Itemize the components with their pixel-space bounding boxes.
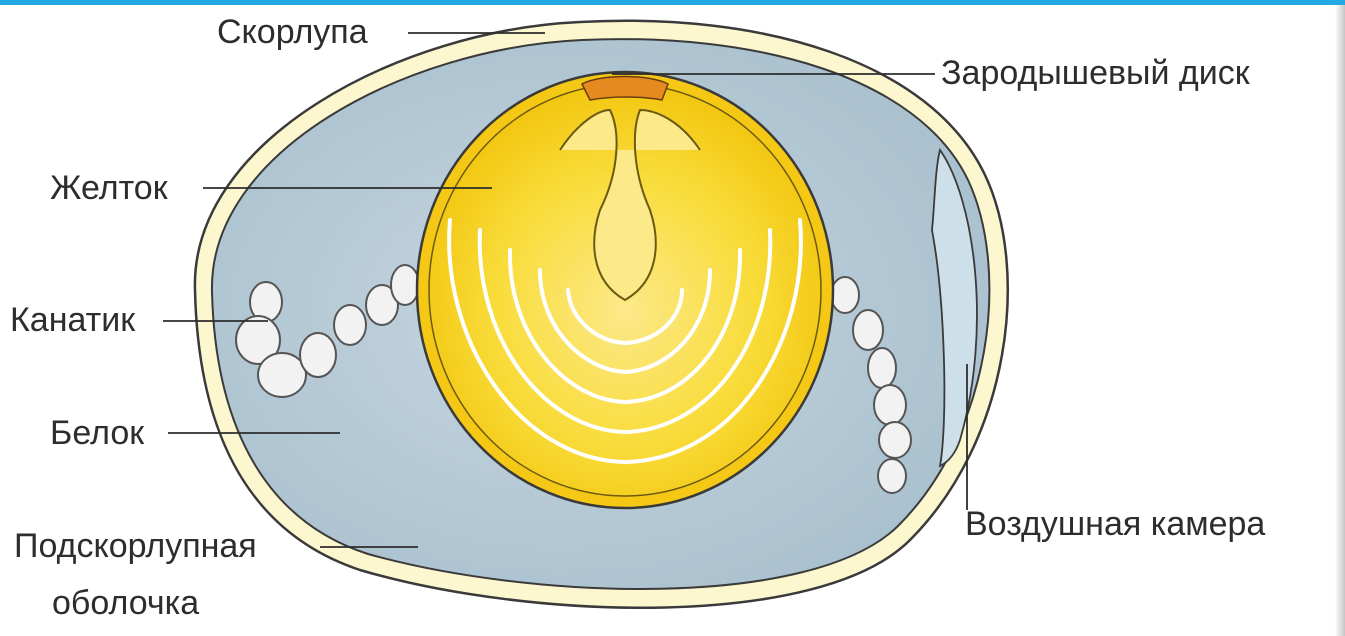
right-edge-shadow: [1335, 5, 1345, 636]
germinal-disc: [582, 77, 668, 101]
label-membrane-line2: оболочка: [52, 585, 199, 621]
label-chalaza: Канатик: [10, 302, 135, 338]
label-air-cell: Воздушная камера: [965, 506, 1265, 542]
label-albumen: Белок: [50, 415, 144, 451]
label-germinal-disc: Зародышевый диск: [941, 55, 1250, 91]
label-yolk: Желток: [50, 170, 168, 206]
label-shell: Скорлупа: [217, 14, 368, 50]
label-membrane-line1: Подскорлупная: [14, 528, 257, 564]
